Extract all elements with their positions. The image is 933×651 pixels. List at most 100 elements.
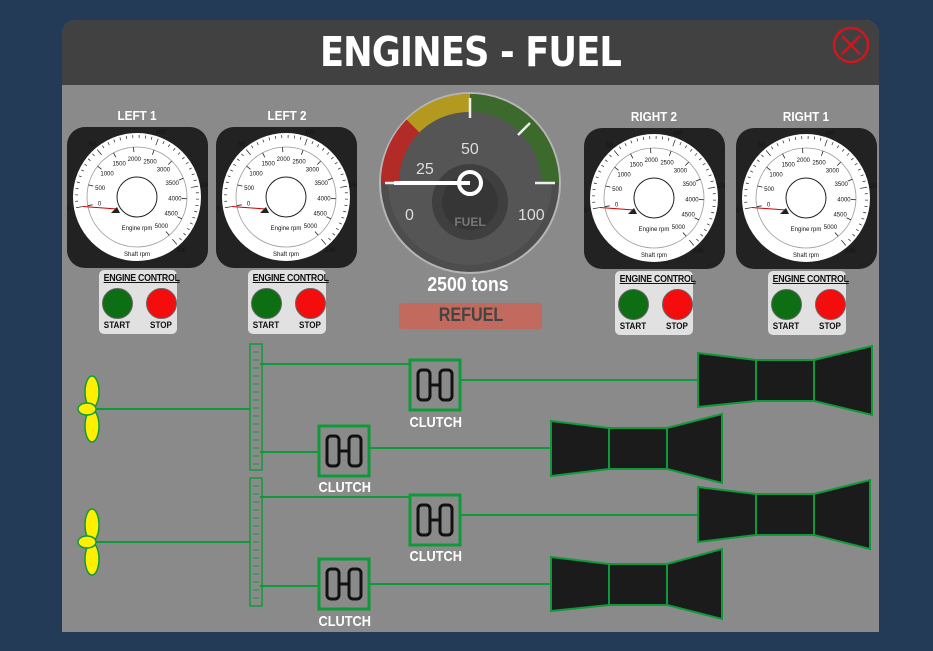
shaft-tick-mark	[858, 223, 862, 226]
engine-label-left-1: LEFT 1	[117, 108, 157, 123]
shaft-tick-mark	[183, 233, 187, 236]
start-button[interactable]	[251, 288, 282, 319]
shaft-tick-mark	[189, 222, 193, 225]
shaft-tick-mark	[167, 144, 171, 148]
shaft-tick-mark	[855, 228, 859, 232]
rpm-tick-mark	[167, 160, 173, 165]
clutch-icon[interactable]	[408, 358, 462, 412]
clutch-icon[interactable]	[408, 493, 462, 547]
shaft-tick-label: 150	[200, 183, 208, 189]
rpm-tick-label: 1000	[249, 172, 263, 178]
drivetrain-schematic	[77, 343, 873, 621]
shaft-tick-mark	[836, 145, 840, 149]
shaft-tick-mark	[841, 239, 847, 246]
gauge-ring	[603, 147, 705, 249]
shaft-tick-mark	[343, 210, 347, 213]
shaft-tick-mark	[624, 143, 627, 147]
engine-label-right-2: RIGHT 2	[630, 109, 678, 124]
close-icon[interactable]	[832, 26, 870, 64]
shaft-tick-mark	[747, 176, 751, 179]
engine-block-icon	[697, 344, 873, 417]
shaft-tick-mark	[177, 152, 181, 155]
stop-label: STOP	[819, 321, 841, 331]
clutch-icon[interactable]	[317, 424, 371, 478]
rpm-tick-label: 500	[244, 186, 255, 192]
stop-button[interactable]	[815, 289, 846, 320]
refuel-button[interactable]: REFUEL	[399, 303, 542, 329]
rpm-tick-label: 4500	[833, 213, 847, 219]
engine-label-left-2: LEFT 2	[267, 108, 307, 123]
rpm-tick-mark	[87, 204, 93, 207]
title-bar: ENGINES - FUEL	[62, 20, 879, 85]
shaft-tick-mark	[765, 150, 771, 157]
shaft-tick-mark	[225, 181, 229, 184]
gauge-hub	[116, 176, 158, 218]
shaft-tick-mark	[193, 179, 197, 182]
shaft-tick-mark	[75, 206, 83, 209]
rpm-tick-label: 0	[767, 203, 771, 209]
fuel-gauge-label: FUEL	[454, 215, 485, 229]
shaft-tick-mark	[702, 163, 706, 166]
rpm-tick-mark	[834, 232, 839, 237]
shaft-tick-label: 100	[673, 131, 684, 137]
rpm-needle-base	[628, 208, 637, 214]
rpm-tick-label: 1000	[769, 173, 783, 179]
rpm-tick-mark	[97, 165, 102, 170]
shaft-tick-mark	[186, 227, 190, 231]
fuel-gauge: 0 25 50 100 FUEL	[379, 92, 561, 274]
shaft-tick-mark	[256, 142, 259, 146]
shaft-tick-label: 100	[825, 131, 836, 137]
shaft-tick-mark	[113, 139, 116, 143]
rpm-tick-label: 2500	[660, 160, 674, 166]
shaft-tick-mark	[78, 175, 82, 178]
shaft-tick-mark	[311, 141, 314, 145]
shaft-rpm-label: Shaft rpm	[641, 253, 667, 259]
shaft-tick-mark	[636, 138, 639, 142]
shaft-tick-label: 150	[717, 184, 725, 190]
shaft-rpm-label: Shaft rpm	[273, 252, 299, 258]
gearbox-upper	[249, 343, 263, 471]
shaft-tick-mark	[860, 186, 868, 189]
rpm-gauge-left-1: 0501001502000500100015002000250030003500…	[67, 127, 208, 268]
start-button[interactable]	[771, 289, 802, 320]
shaft-tick-mark	[824, 139, 828, 147]
shaft-tick-mark	[268, 137, 271, 141]
rpm-tick-mark	[821, 150, 824, 156]
start-button[interactable]	[618, 289, 649, 320]
shaft-tick-label: 100	[305, 130, 316, 136]
start-label: START	[252, 320, 280, 330]
stop-button[interactable]	[146, 288, 177, 319]
shaft-tick-mark	[304, 138, 308, 146]
shaft-tick-mark	[342, 179, 346, 182]
clutch-icon[interactable]	[317, 557, 371, 611]
engine-block-icon	[550, 547, 723, 621]
rpm-tick-mark	[684, 161, 690, 166]
shaft-tick-mark	[862, 180, 866, 183]
shaft-tick-mark	[679, 142, 682, 146]
shaft-tick-mark	[92, 153, 95, 157]
shaft-tick-label: 50	[89, 142, 96, 148]
rpm-tick-label: 2500	[812, 160, 826, 166]
rpm-tick-label: 4000	[317, 196, 331, 202]
rpm-tick-mark	[314, 231, 319, 236]
stop-button[interactable]	[295, 288, 326, 319]
rpm-tick-mark	[113, 152, 117, 158]
shaft-tick-mark	[592, 207, 600, 210]
rpm-tick-label: 2500	[143, 159, 157, 165]
rpm-tick-label: 3000	[826, 169, 840, 175]
shaft-tick-mark	[776, 143, 779, 147]
shaft-tick-mark	[236, 158, 240, 161]
shaft-tick-mark	[771, 146, 774, 150]
shaft-tick-mark	[598, 170, 602, 173]
start-button[interactable]	[102, 288, 133, 319]
shaft-tick-mark	[299, 136, 302, 140]
shaft-tick-mark	[703, 228, 707, 232]
shaft-tick-mark	[328, 237, 331, 241]
shaft-tick-mark	[241, 153, 244, 157]
rpm-tick-label: 2000	[128, 157, 142, 163]
rpm-tick-label: 1500	[781, 162, 795, 168]
stop-button[interactable]	[662, 289, 693, 320]
rpm-tick-mark	[88, 184, 94, 187]
gauge-hub	[265, 176, 307, 218]
shaft-tick-mark	[744, 207, 752, 210]
